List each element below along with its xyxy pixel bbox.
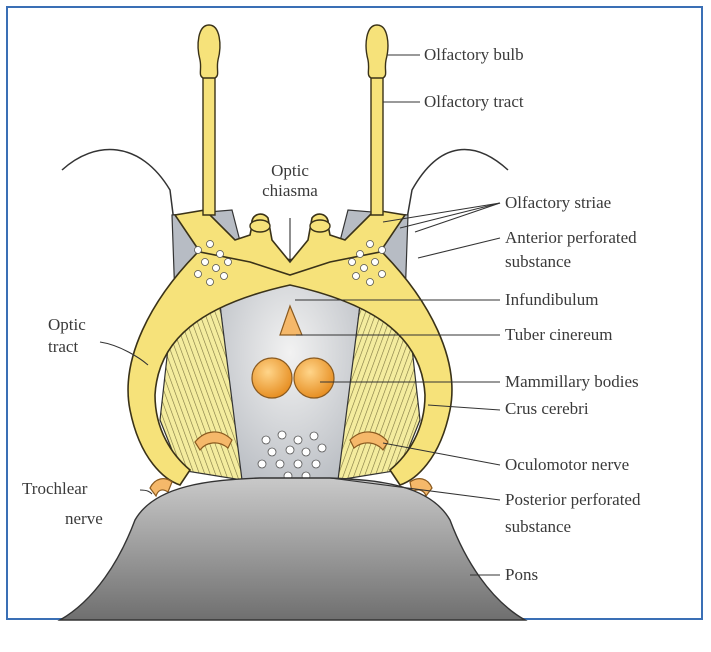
right-olfactory-tract xyxy=(371,75,383,215)
label-crus-cerebri: Crus cerebri xyxy=(505,399,589,418)
label-pons: Pons xyxy=(505,565,538,584)
label-posterior-perforated-2: substance xyxy=(505,517,571,536)
left-olfactory-tract xyxy=(203,75,215,215)
label-mammillary-bodies: Mammillary bodies xyxy=(505,372,639,391)
label-olfactory-bulb: Olfactory bulb xyxy=(424,45,524,64)
label-optic-tract-1: Optic xyxy=(48,315,86,334)
pons xyxy=(60,478,525,620)
label-trochlear-nerve-1: Trochlear xyxy=(22,479,88,498)
label-oculomotor-nerve: Oculomotor nerve xyxy=(505,455,629,474)
label-olfactory-striae: Olfactory striae xyxy=(505,193,611,212)
label-olfactory-tract: Olfactory tract xyxy=(424,92,524,111)
label-infundibulum: Infundibulum xyxy=(505,290,599,309)
label-optic-tract-2: tract xyxy=(48,337,78,356)
label-tuber-cinereum: Tuber cinereum xyxy=(505,325,613,344)
left-optic-nerve-cut xyxy=(250,220,270,232)
label-optic-chiasma-2: chiasma xyxy=(262,181,318,200)
left-mammillary-body xyxy=(252,358,292,398)
right-olfactory-bulb xyxy=(366,25,388,78)
right-optic-nerve-cut xyxy=(310,220,330,232)
label-optic-chiasma-1: Optic xyxy=(271,161,309,180)
label-anterior-perforated-1: Anterior perforated xyxy=(505,228,637,247)
left-olfactory-bulb xyxy=(198,25,220,78)
label-anterior-perforated-2: substance xyxy=(505,252,571,271)
label-posterior-perforated-1: Posterior perforated xyxy=(505,490,641,509)
left-temporal-outline xyxy=(62,150,175,230)
right-mammillary-body xyxy=(294,358,334,398)
label-trochlear-nerve-2: nerve xyxy=(65,509,103,528)
